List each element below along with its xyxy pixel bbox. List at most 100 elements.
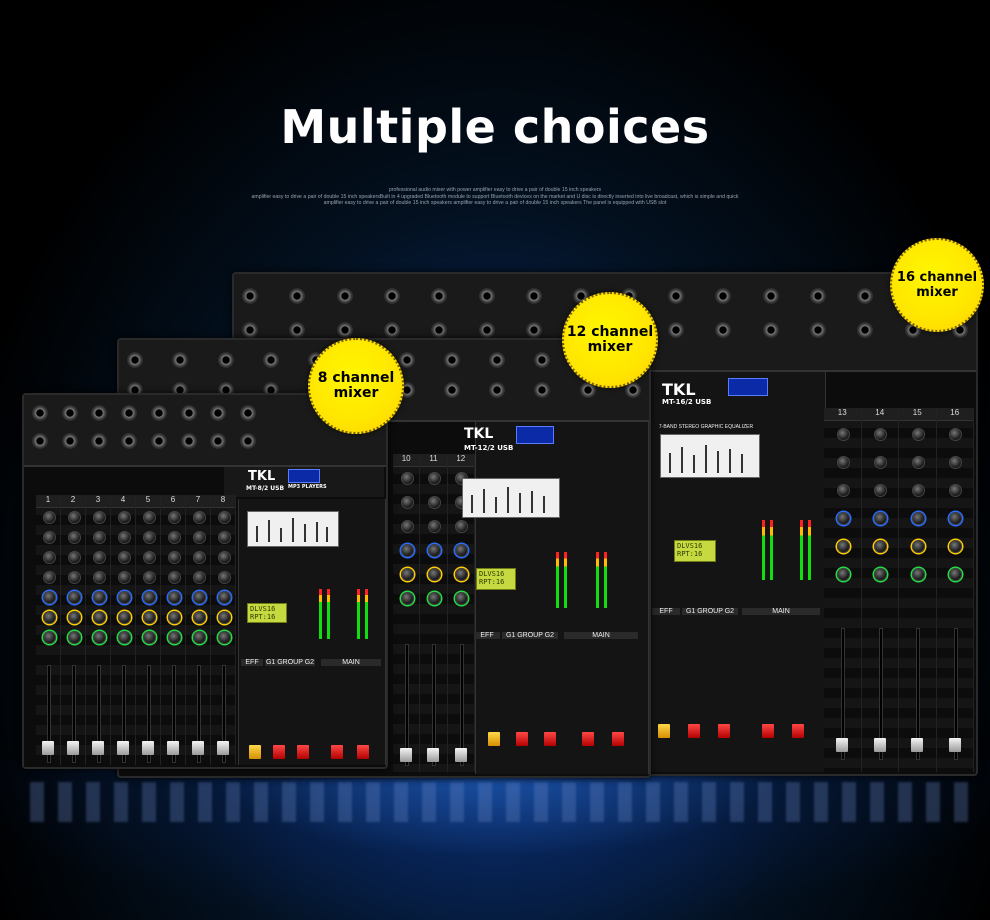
eq-knob[interactable]: [217, 531, 231, 544]
gain-knob[interactable]: [142, 511, 156, 524]
eq-knob[interactable]: [949, 456, 963, 469]
pan-knob[interactable]: [142, 631, 156, 644]
channel-fader[interactable]: [67, 741, 79, 755]
eq-knob[interactable]: [167, 531, 181, 544]
channel-fader[interactable]: [92, 741, 104, 755]
fader-main-right[interactable]: [357, 745, 369, 759]
eq-knob[interactable]: [427, 520, 441, 533]
fader-group-1[interactable]: [273, 745, 285, 759]
channel-fader[interactable]: [142, 741, 154, 755]
aux-knob[interactable]: [217, 591, 231, 604]
eq-knob[interactable]: [192, 531, 206, 544]
aux-knob[interactable]: [949, 512, 963, 525]
fx-knob[interactable]: [400, 568, 414, 581]
gain-knob[interactable]: [42, 511, 56, 524]
gain-knob[interactable]: [192, 511, 206, 524]
eq-knob[interactable]: [92, 571, 106, 584]
fx-knob[interactable]: [192, 611, 206, 624]
channel-fader[interactable]: [167, 741, 179, 755]
eq-knob[interactable]: [42, 551, 56, 564]
fader-main-right[interactable]: [792, 724, 804, 738]
fader-main-left[interactable]: [331, 745, 343, 759]
pan-knob[interactable]: [117, 631, 131, 644]
aux-knob[interactable]: [117, 591, 131, 604]
eq-knob[interactable]: [217, 571, 231, 584]
eq-knob[interactable]: [167, 571, 181, 584]
eq-knob[interactable]: [42, 531, 56, 544]
fader-main-right[interactable]: [612, 732, 624, 746]
pan-knob[interactable]: [455, 592, 469, 605]
eq-knob[interactable]: [67, 571, 81, 584]
eq-knob[interactable]: [117, 551, 131, 564]
gain-knob[interactable]: [400, 472, 414, 485]
aux-knob[interactable]: [42, 591, 56, 604]
channel-fader[interactable]: [911, 738, 924, 752]
pan-knob[interactable]: [92, 631, 106, 644]
pan-knob[interactable]: [874, 568, 888, 581]
eq-knob[interactable]: [92, 551, 106, 564]
gain-knob[interactable]: [949, 428, 963, 441]
fx-knob[interactable]: [92, 611, 106, 624]
fx-knob[interactable]: [911, 540, 925, 553]
gain-knob[interactable]: [167, 511, 181, 524]
eq-knob[interactable]: [42, 571, 56, 584]
eq-knob[interactable]: [874, 456, 888, 469]
gain-knob[interactable]: [217, 511, 231, 524]
eq-knob[interactable]: [142, 551, 156, 564]
aux-knob[interactable]: [836, 512, 850, 525]
aux-knob[interactable]: [455, 544, 469, 557]
eq-knob[interactable]: [67, 531, 81, 544]
eq-knob[interactable]: [874, 484, 888, 497]
fader-eff[interactable]: [249, 745, 261, 759]
aux-knob[interactable]: [427, 544, 441, 557]
fader-group-2[interactable]: [718, 724, 730, 738]
fader-group-1[interactable]: [688, 724, 700, 738]
gain-knob[interactable]: [427, 472, 441, 485]
fx-knob[interactable]: [217, 611, 231, 624]
fader-group-1[interactable]: [516, 732, 528, 746]
aux-knob[interactable]: [142, 591, 156, 604]
pan-knob[interactable]: [427, 592, 441, 605]
eq-knob[interactable]: [836, 456, 850, 469]
fx-knob[interactable]: [167, 611, 181, 624]
pan-knob[interactable]: [836, 568, 850, 581]
eq-knob[interactable]: [117, 531, 131, 544]
eq-knob[interactable]: [142, 571, 156, 584]
gain-knob[interactable]: [92, 511, 106, 524]
gain-knob[interactable]: [874, 428, 888, 441]
aux-knob[interactable]: [400, 544, 414, 557]
pan-knob[interactable]: [400, 592, 414, 605]
fader-eff[interactable]: [488, 732, 500, 746]
pan-knob[interactable]: [42, 631, 56, 644]
eq-knob[interactable]: [192, 551, 206, 564]
eq-knob[interactable]: [142, 531, 156, 544]
channel-fader[interactable]: [400, 748, 413, 762]
fx-knob[interactable]: [874, 540, 888, 553]
fx-knob[interactable]: [427, 568, 441, 581]
channel-fader[interactable]: [873, 738, 886, 752]
aux-knob[interactable]: [67, 591, 81, 604]
eq-knob[interactable]: [400, 496, 414, 509]
fx-knob[interactable]: [142, 611, 156, 624]
fader-group-2[interactable]: [297, 745, 309, 759]
eq-knob[interactable]: [427, 496, 441, 509]
aux-knob[interactable]: [911, 512, 925, 525]
fader-eff[interactable]: [658, 724, 670, 738]
eq-knob[interactable]: [217, 551, 231, 564]
channel-fader[interactable]: [427, 748, 440, 762]
aux-knob[interactable]: [874, 512, 888, 525]
channel-fader[interactable]: [454, 748, 467, 762]
pan-knob[interactable]: [217, 631, 231, 644]
fx-knob[interactable]: [455, 568, 469, 581]
eq-knob[interactable]: [836, 484, 850, 497]
fx-knob[interactable]: [42, 611, 56, 624]
aux-knob[interactable]: [92, 591, 106, 604]
gain-knob[interactable]: [911, 428, 925, 441]
pan-knob[interactable]: [192, 631, 206, 644]
gain-knob[interactable]: [117, 511, 131, 524]
channel-fader[interactable]: [836, 738, 849, 752]
fader-main-left[interactable]: [762, 724, 774, 738]
eq-knob[interactable]: [400, 520, 414, 533]
eq-knob[interactable]: [167, 551, 181, 564]
eq-knob[interactable]: [911, 484, 925, 497]
